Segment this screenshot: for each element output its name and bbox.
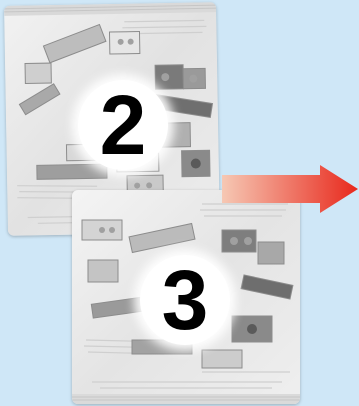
- bag-number-2: 2: [78, 80, 168, 170]
- right-arrow-icon: [222, 165, 358, 213]
- bag-number-3: 3: [140, 255, 230, 345]
